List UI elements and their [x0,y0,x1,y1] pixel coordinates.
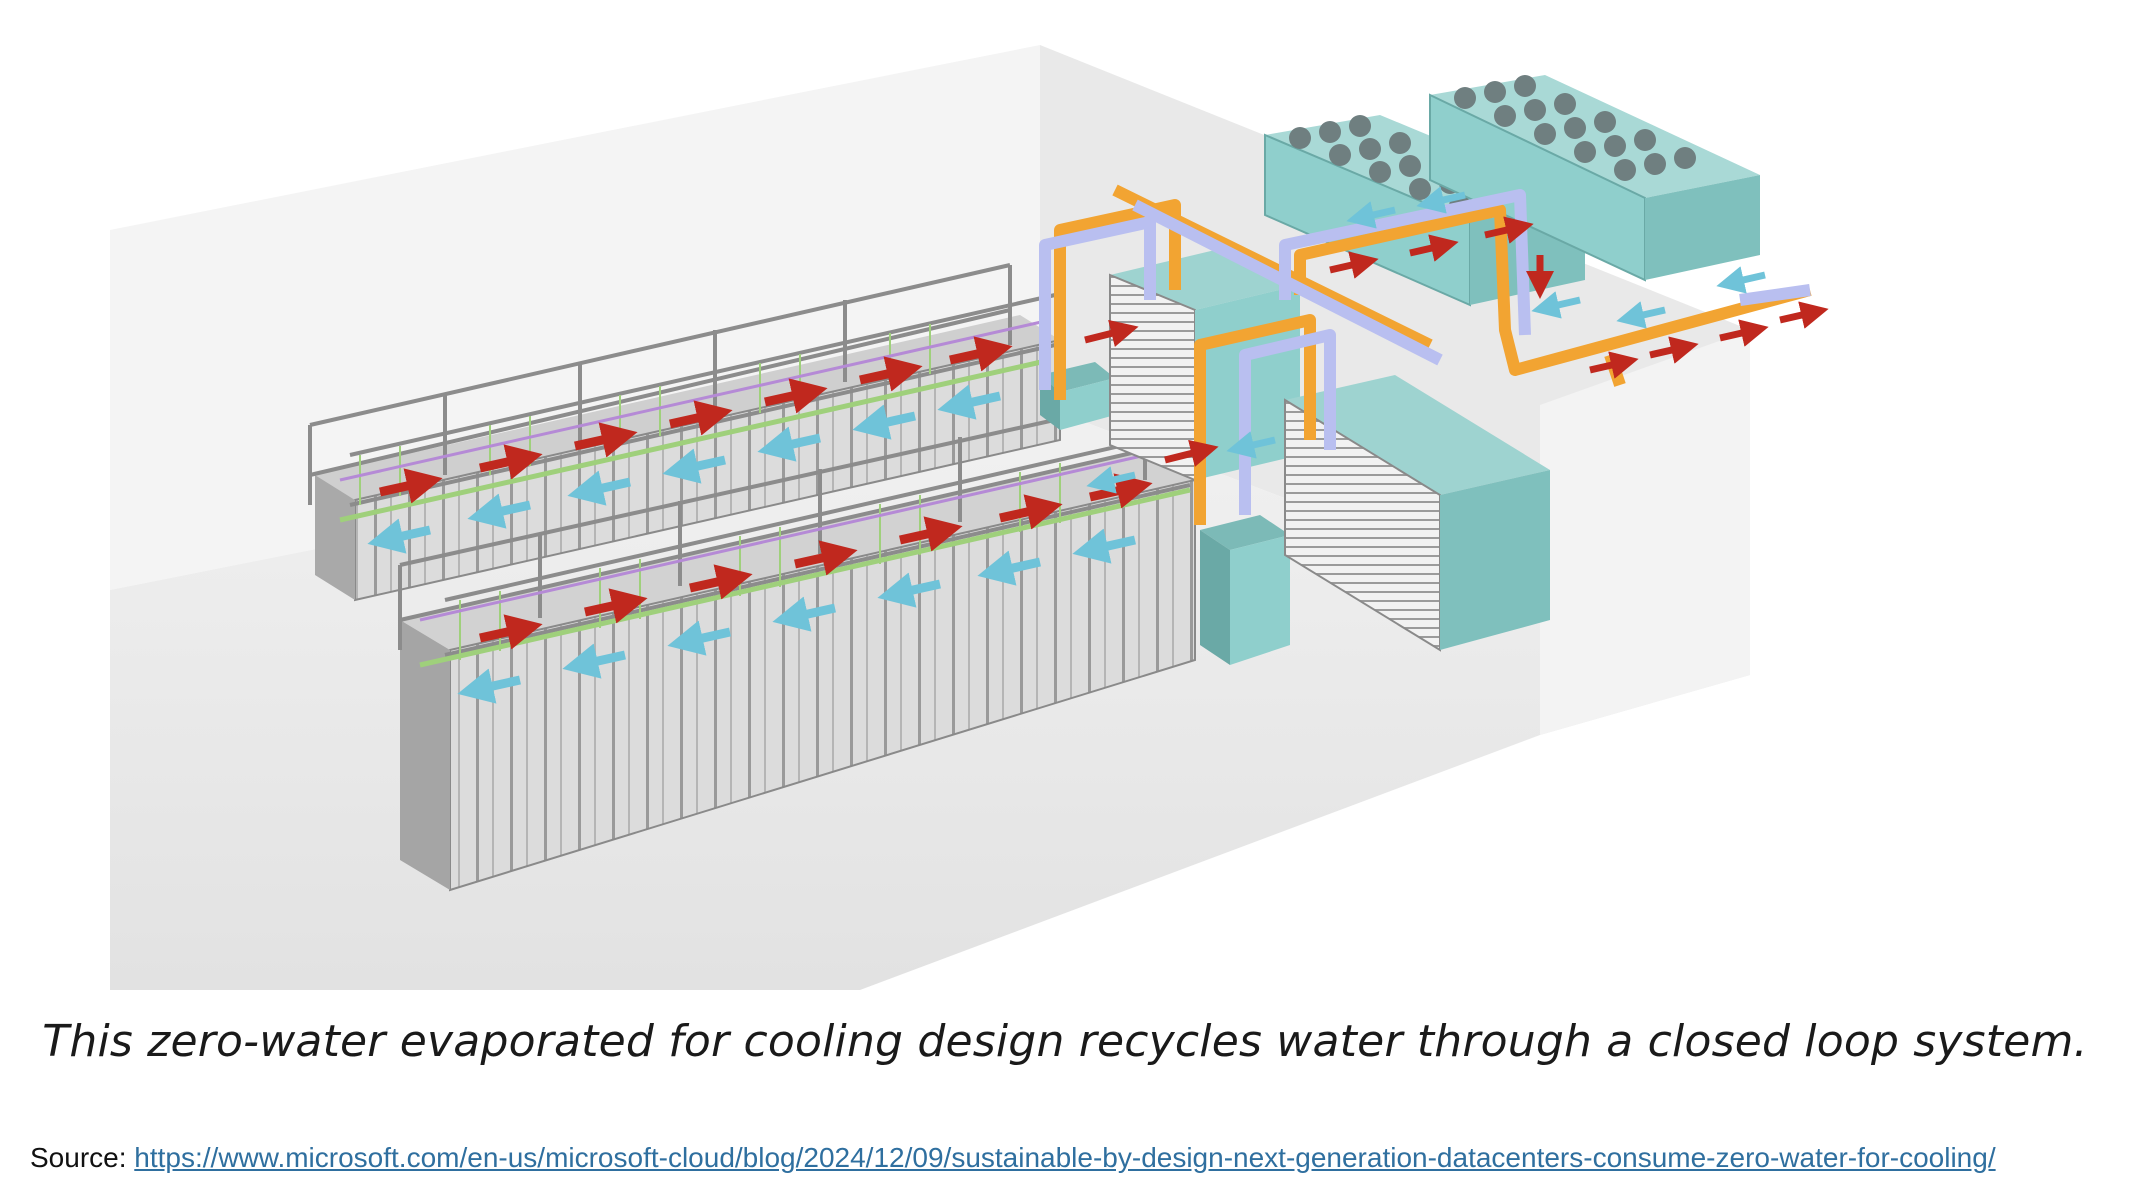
hot-flow-arrows-coolers [1084,216,1829,467]
air-handler-right [1284,375,1550,652]
supply-pipe-cold [1039,189,1811,515]
dry-cooler-right [1429,75,1760,282]
cold-flow-arrows-coolers [1086,186,1766,494]
rack-manifold-back [339,357,1051,523]
source-label: Source: [30,1142,127,1173]
source-line: Source: https://www.microsoft.com/en-us/… [30,1142,1996,1174]
cold-flow-arrows-racks [367,384,1136,704]
room-back-wall [110,45,1040,590]
figure-caption: This zero-water evaporated for cooling d… [42,1016,2088,1067]
rack-manifold-back-purple [339,318,1051,482]
rack-manifold-front-purple [419,443,1191,622]
room-front-wall [1540,330,1750,735]
fan-array [1454,75,1696,181]
rack-row-end [315,475,355,600]
cooling-design-illustration [110,45,1829,990]
coolant-distribution-unit [1200,515,1290,665]
rack-row-top [400,450,1195,650]
hot-flow-arrows-racks [379,336,1153,650]
source-link[interactable]: https://www.microsoft.com/en-us/microsof… [134,1142,1996,1173]
rack-row-end [400,620,450,890]
